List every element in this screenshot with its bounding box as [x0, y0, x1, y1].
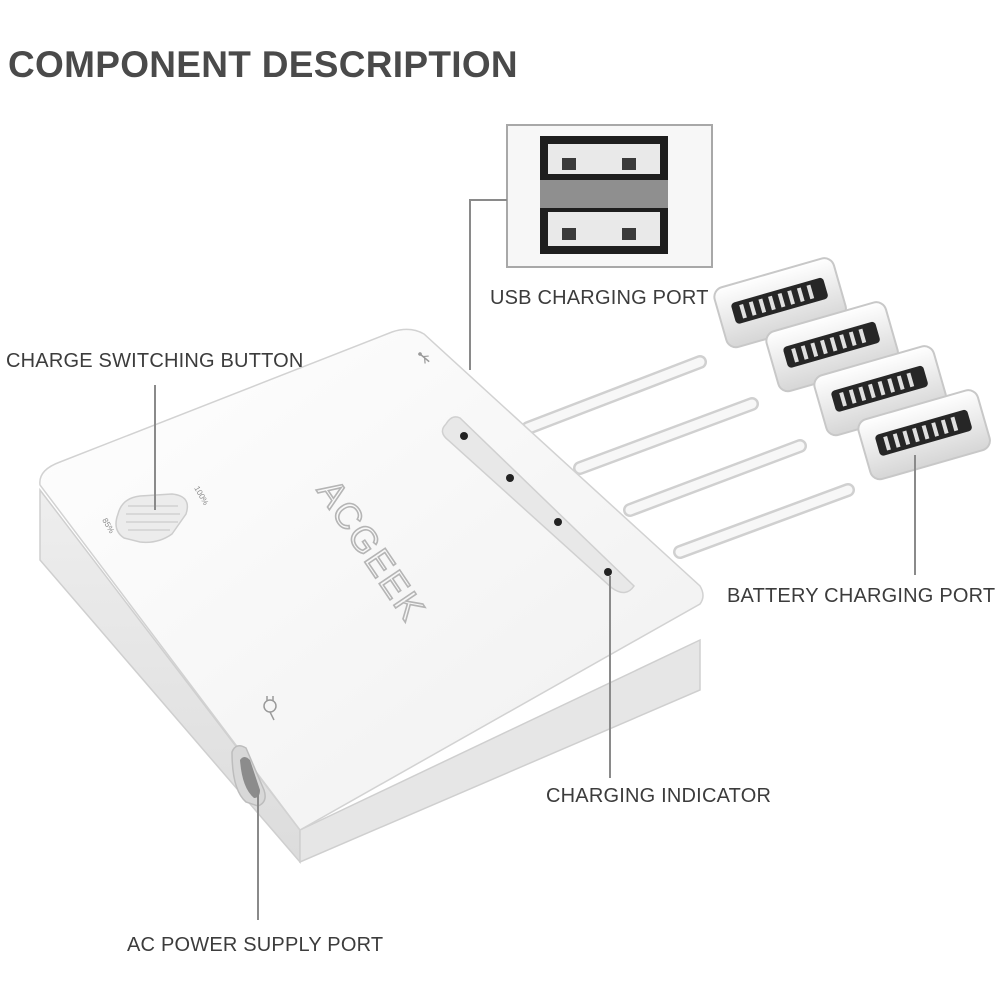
page-title: COMPONENT DESCRIPTION	[8, 44, 518, 85]
charging-indicator-strip	[441, 416, 635, 594]
label-charging-indicator: CHARGING INDICATOR	[546, 785, 772, 807]
indicator-led-2	[506, 474, 514, 482]
usb-port-inset	[506, 124, 713, 268]
charge-switch-button	[115, 493, 189, 544]
label-ac-power-supply-port: AC POWER SUPPLY PORT	[127, 934, 384, 956]
label-charge-switching-button: CHARGE SWITCHING BUTTON	[6, 350, 304, 372]
charger-body	[39, 328, 704, 865]
leader-lines	[154, 199, 916, 920]
battery-cables	[521, 355, 855, 559]
indicator-led-4	[604, 568, 612, 576]
label-usb-charging-port: USB CHARGING PORT	[490, 287, 709, 309]
indicator-led-1	[460, 432, 468, 440]
label-battery-charging-port: BATTERY CHARGING PORT	[727, 585, 996, 607]
battery-connector-4	[857, 389, 991, 481]
indicator-led-3	[554, 518, 562, 526]
ac-power-port	[231, 745, 266, 807]
usb-icon	[418, 352, 430, 364]
leader-usb	[469, 199, 507, 370]
power-plug-icon	[263, 696, 277, 721]
